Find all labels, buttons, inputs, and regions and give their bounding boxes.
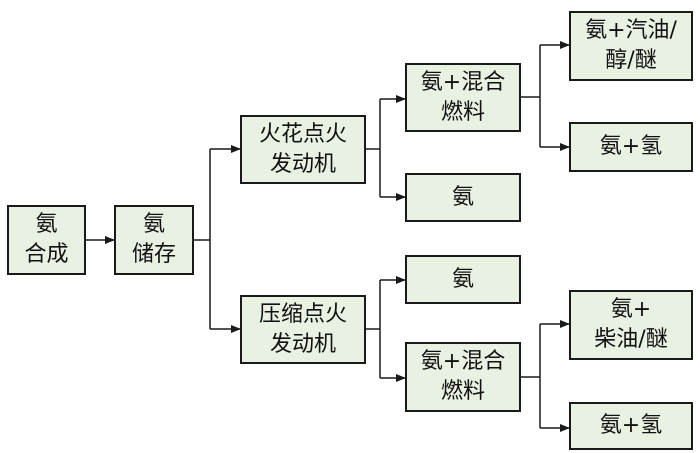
node-label-line: 氨 — [142, 212, 165, 237]
node-label-line: 氨 — [35, 212, 58, 237]
node-label-line: 柴油/醚 — [594, 327, 668, 352]
node-ammonia-storage: 氨 储存 — [114, 205, 194, 275]
node-label-line: 氨+氢 — [599, 134, 663, 159]
node-label-line: 氨+氢 — [599, 413, 663, 438]
node-label-line: 氨 — [451, 266, 474, 292]
node-label-line: 氨+ — [610, 297, 652, 322]
node-label-line: 火花点火 — [258, 121, 347, 147]
node-label-line: 储存 — [131, 242, 176, 267]
node-label-line: 氨+汽油/ — [585, 18, 677, 43]
node-label-line: 氨+混合 — [420, 69, 506, 95]
node-compression-ignition-engine: 压缩点火 发动机 — [240, 295, 366, 364]
node-ammonia-synthesis: 氨 合成 — [7, 205, 86, 275]
node-label-line: 压缩点火 — [258, 301, 347, 327]
node-ci-ammonia-mixed-fuel: 氨+混合 燃料 — [405, 342, 521, 412]
node-label-line: 发动机 — [269, 331, 336, 357]
node-si-ammonia: 氨 — [405, 173, 521, 222]
node-label-line: 氨+混合 — [420, 349, 506, 374]
node-si-ammonia-mixed-fuel: 氨+混合 燃料 — [405, 63, 521, 132]
node-ammonia-gasoline-alcohol-ether: 氨+汽油/ 醇/醚 — [569, 11, 693, 81]
node-label-line: 燃料 — [440, 99, 485, 125]
node-label-line: 合成 — [24, 242, 69, 267]
node-label-line: 燃料 — [440, 379, 485, 404]
node-label-line: 醇/醚 — [605, 48, 657, 73]
node-label-line: 发动机 — [269, 151, 336, 177]
node-ammonia-diesel-ether: 氨+ 柴油/醚 — [569, 290, 693, 360]
node-ci-ammonia: 氨 — [405, 255, 521, 304]
node-label-line: 氨 — [451, 184, 474, 210]
node-si-ammonia-hydrogen: 氨+氢 — [569, 122, 693, 172]
node-ci-ammonia-hydrogen: 氨+氢 — [569, 402, 693, 450]
node-spark-ignition-engine: 火花点火 发动机 — [240, 115, 366, 184]
